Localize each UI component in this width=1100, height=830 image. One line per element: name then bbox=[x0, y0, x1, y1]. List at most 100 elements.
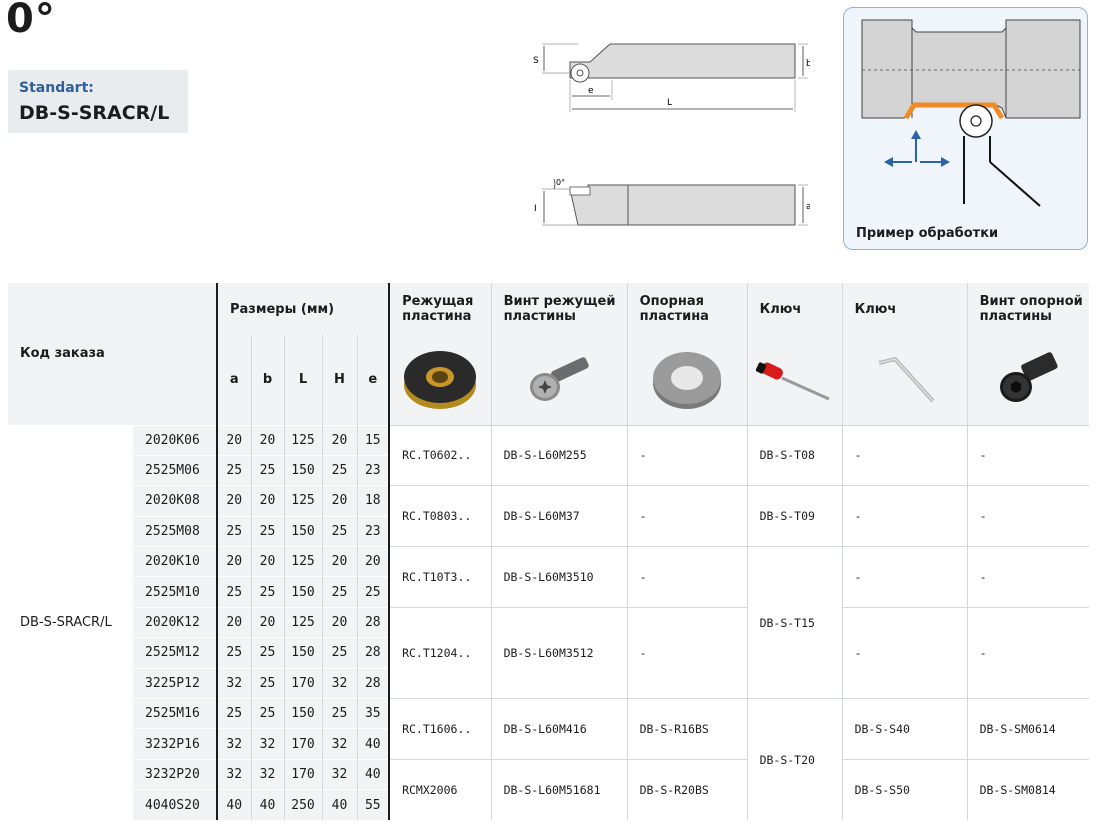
machining-example-illustration bbox=[861, 19, 1081, 207]
insert-screw-cell: DB-S-L60M51681 bbox=[490, 758, 628, 821]
dim-a-cell: 25 bbox=[216, 454, 251, 486]
order-code-cell: 3232P16 bbox=[133, 728, 217, 760]
dim-l-cell: 125 bbox=[283, 485, 322, 517]
shim-cell: - bbox=[626, 424, 748, 486]
dim-a-label: a bbox=[806, 202, 810, 212]
insert-image bbox=[388, 335, 492, 425]
shim-ring-icon bbox=[653, 352, 722, 410]
insert-screw-header: Винт режущей пластины bbox=[490, 283, 628, 335]
order-code-cell: 3225P12 bbox=[133, 667, 217, 699]
order-code-cell: 2020K12 bbox=[133, 606, 217, 638]
dim-col-b: b bbox=[250, 335, 284, 425]
machining-example-panel: Пример обработки bbox=[843, 7, 1088, 250]
dim-h-cell: 25 bbox=[321, 576, 357, 608]
tool-side-body bbox=[569, 184, 796, 226]
insert-cell: RCMX2006 bbox=[388, 758, 492, 821]
order-code-cell: 3232P20 bbox=[133, 758, 217, 790]
dim-a-cell: 25 bbox=[216, 515, 251, 547]
dim-l-label: L bbox=[667, 98, 672, 108]
dim-e-cell: 35 bbox=[356, 698, 390, 729]
shim-screw-header: Винт опорной пластины bbox=[966, 283, 1090, 335]
insert-cell: RC.T0803.. bbox=[388, 485, 492, 547]
dim-e-cell: 28 bbox=[356, 637, 390, 669]
order-code-cell: 2525M10 bbox=[133, 576, 217, 608]
dim-b-cell: 25 bbox=[250, 637, 284, 669]
shim-screw-cell: - bbox=[966, 606, 1090, 699]
dim-b-cell: 20 bbox=[250, 485, 284, 517]
dim-l-cell: 150 bbox=[283, 515, 322, 547]
torx-screwdriver-icon bbox=[755, 362, 830, 401]
key2-cell: - bbox=[841, 485, 968, 547]
shim-screw-image bbox=[966, 335, 1090, 425]
insert-screw-cell: DB-S-L60M3512 bbox=[490, 606, 628, 699]
standart-box: Standart: DB-S-SRACR/L bbox=[8, 70, 188, 133]
shim-screw-cell: - bbox=[966, 546, 1090, 608]
dim-l-cell: 150 bbox=[283, 637, 322, 669]
shim-screw-cell: DB-S-SM0814 bbox=[966, 758, 1090, 821]
dim-a-cell: 32 bbox=[216, 728, 251, 760]
dim-s-label: S bbox=[533, 56, 539, 66]
dim-l-cell: 125 bbox=[283, 606, 322, 638]
feed-direction-arrows-icon bbox=[884, 130, 950, 167]
key1-cell: DB-S-T20 bbox=[746, 698, 843, 821]
dim-h-cell: 40 bbox=[321, 789, 357, 821]
dim-l-cell: 170 bbox=[283, 758, 322, 790]
dim-e-cell: 18 bbox=[356, 485, 390, 517]
dim-b-cell: 32 bbox=[250, 758, 284, 790]
order-code-cell: 2020K08 bbox=[133, 485, 217, 517]
dim-a-cell: 25 bbox=[216, 637, 251, 669]
angle-title: 0° bbox=[6, 0, 56, 42]
dim-e-cell: 20 bbox=[356, 546, 390, 577]
insert-cell: RC.T0602.. bbox=[388, 424, 492, 486]
key2-cell: - bbox=[841, 424, 968, 486]
order-code-cell: 2525M16 bbox=[133, 698, 217, 729]
tool-top-body bbox=[569, 43, 796, 83]
dim-col-a: a bbox=[216, 335, 251, 425]
shim-cell: - bbox=[626, 485, 748, 547]
key1-cell: DB-S-T15 bbox=[746, 546, 843, 699]
dim-b-cell: 32 bbox=[250, 728, 284, 760]
dim-l-cell: 170 bbox=[283, 728, 322, 760]
dim-l-cell: 150 bbox=[283, 576, 322, 608]
tool-top-view-drawing: S b e L bbox=[533, 43, 810, 112]
key2-cell: DB-S-S50 bbox=[841, 758, 968, 821]
dim-a-cell: 20 bbox=[216, 606, 251, 638]
key1-header: Ключ bbox=[746, 283, 843, 335]
standart-label: Standart: bbox=[19, 80, 94, 96]
key2-image bbox=[841, 335, 968, 425]
standart-code: DB-S-SRACR/L bbox=[19, 102, 170, 124]
key1-cell: DB-S-T09 bbox=[746, 485, 843, 547]
dim-b-cell: 20 bbox=[250, 606, 284, 638]
dim-h-cell: 32 bbox=[321, 758, 357, 790]
shim-cell: - bbox=[626, 546, 748, 608]
insert-cell: RC.T1606.. bbox=[388, 698, 492, 760]
dim-a-cell: 25 bbox=[216, 698, 251, 729]
key2-cell: - bbox=[841, 606, 968, 699]
dim-a-cell: 32 bbox=[216, 758, 251, 790]
insert-screw-cell: DB-S-L60M416 bbox=[490, 698, 628, 760]
order-code-cell: 2525M06 bbox=[133, 454, 217, 486]
dim-e-cell: 40 bbox=[356, 728, 390, 760]
dim-col-h: H bbox=[321, 335, 357, 425]
dim-h-cell: 20 bbox=[321, 606, 357, 638]
dim-h-cell: 25 bbox=[321, 637, 357, 669]
spec-table: Код заказа Размеры (мм) Режущая пластина… bbox=[8, 283, 1090, 821]
dim-b-cell: 40 bbox=[250, 789, 284, 821]
insert-screw-cell: DB-S-L60M3510 bbox=[490, 546, 628, 608]
dim-h-cell: 20 bbox=[321, 546, 357, 577]
dim-l-cell: 125 bbox=[283, 546, 322, 577]
dim-h-cell: 20 bbox=[321, 485, 357, 517]
dim-h-cell: 25 bbox=[321, 454, 357, 486]
insert-screw-cell: DB-S-L60M255 bbox=[490, 424, 628, 486]
insert-screw-image bbox=[490, 335, 628, 425]
shim-cell: DB-S-R20BS bbox=[626, 758, 748, 821]
dim-angle-label: 0° bbox=[556, 178, 565, 187]
dim-h-cell: 32 bbox=[321, 667, 357, 699]
dim-l-cell: 125 bbox=[283, 424, 322, 456]
